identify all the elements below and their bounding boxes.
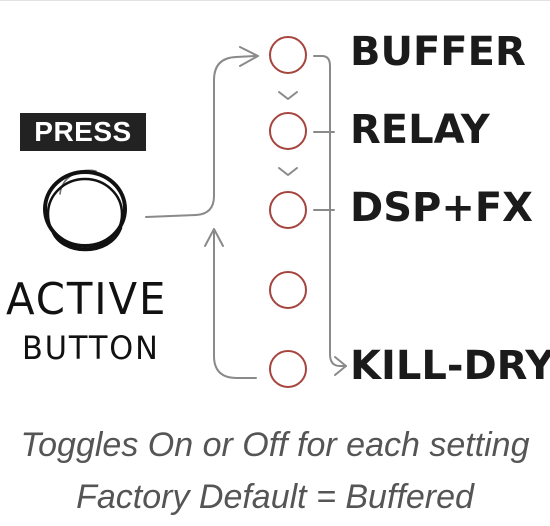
led-dsp-fx xyxy=(269,191,307,229)
chevron-down-icon xyxy=(278,91,298,100)
press-forward-arrow xyxy=(145,46,259,218)
top-border-line xyxy=(0,0,550,1)
press-label: PRESS xyxy=(34,116,132,147)
led-buffer xyxy=(269,36,307,74)
caption-line-1: Toggles On or Off for each setting xyxy=(20,426,530,464)
caption-line-2: Factory Default = Buffered xyxy=(76,478,474,516)
chevron-down-icon xyxy=(278,167,298,176)
active-button-icon xyxy=(43,169,127,252)
button-label: BUTTON xyxy=(22,329,160,367)
led-kill-dry xyxy=(269,350,307,388)
mode-label-relay: RELAY xyxy=(350,107,490,153)
mode-label-dsp-fx: DSP+FX xyxy=(350,185,534,231)
mode-label-buffer: BUFFER xyxy=(350,29,526,75)
label-bracket xyxy=(313,55,347,376)
led-blank xyxy=(269,271,307,309)
led-indicators xyxy=(269,36,307,388)
press-badge: PRESS xyxy=(20,113,146,151)
mode-label-kill-dry: KILL-DRY xyxy=(350,343,550,389)
return-arrow xyxy=(204,228,257,379)
active-label: ACTIVE xyxy=(6,274,168,325)
led-relay xyxy=(269,112,307,150)
